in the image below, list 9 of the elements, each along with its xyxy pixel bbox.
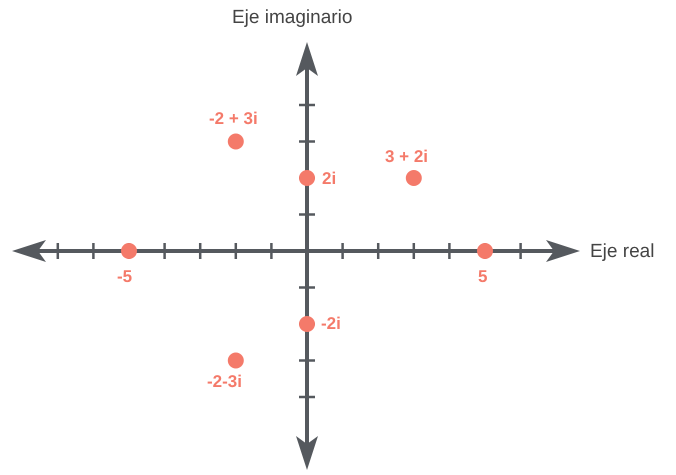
point-label: -2 + 3i (209, 110, 258, 127)
axis-title: Eje imaginario (232, 8, 352, 27)
point-label: 3 + 2i (385, 148, 428, 165)
point-label: 2i (322, 170, 336, 187)
point-label: -5 (117, 268, 132, 285)
point-label: -2-3i (207, 373, 242, 390)
point-label: -2i (321, 315, 341, 332)
point-label: 5 (478, 268, 488, 285)
axis-title: Eje real (590, 242, 654, 261)
